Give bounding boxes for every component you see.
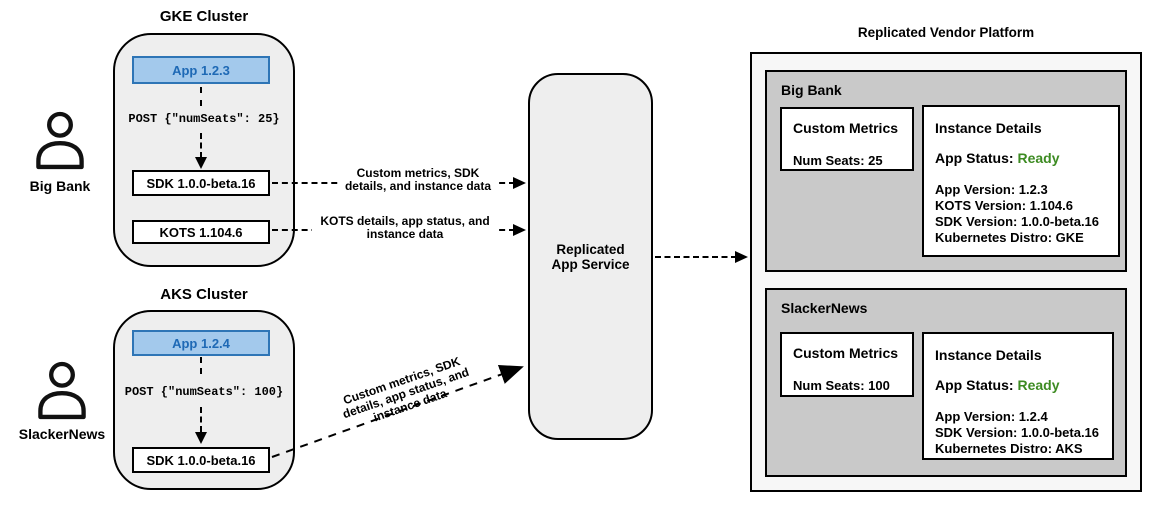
gke-cluster-title: GKE Cluster (159, 8, 249, 25)
app-status-line: App Status: Ready (935, 150, 1060, 166)
tenant-name: SlackerNews (781, 300, 868, 316)
instance-details-title: Instance Details (935, 347, 1042, 363)
tenant-slackernews: SlackerNews Custom Metrics Num Seats: 10… (765, 288, 1127, 477)
big-bank-custom-metrics-box: Custom Metrics Num Seats: 25 (780, 107, 914, 171)
num-seats-value: Num Seats: 100 (793, 378, 890, 393)
custom-metrics-title: Custom Metrics (793, 120, 899, 136)
slackernews-custom-metrics-box: Custom Metrics Num Seats: 100 (780, 332, 914, 397)
custom-metrics-title: Custom Metrics (793, 345, 899, 361)
instance-detail-line: Kubernetes Distro: GKE (935, 230, 1084, 245)
tenant-big-bank: Big Bank Custom Metrics Num Seats: 25 In… (765, 70, 1127, 272)
app-status-value: Ready (1017, 150, 1060, 166)
sdk-to-service-arrow-label: Custom metrics, SDK details, and instanc… (338, 166, 498, 194)
gke-post-request: POST {"numSeats": 25} (128, 112, 280, 126)
kots-to-service-arrow-label: KOTS details, app status, and instance d… (312, 214, 498, 242)
arrowhead-right-icon (513, 177, 526, 189)
app-status-value: Ready (1017, 377, 1060, 393)
instance-detail-line: SDK Version: 1.0.0-beta.16 (935, 425, 1100, 440)
aks-sdk-box: SDK 1.0.0-beta.16 (132, 447, 270, 473)
gke-app-box: App 1.2.3 (132, 56, 270, 84)
aks-app-box: App 1.2.4 (132, 330, 270, 356)
person-icon (33, 110, 87, 172)
aks-post-request: POST {"numSeats": 100} (124, 385, 284, 399)
app-status-line: App Status: Ready (935, 377, 1060, 393)
actor-label-big-bank: Big Bank (29, 178, 91, 194)
gke-kots-box: KOTS 1.104.6 (132, 220, 270, 244)
gke-app-to-sdk-dash (200, 133, 202, 158)
replicated-app-service-box: Replicated App Service (528, 73, 653, 440)
instance-detail-line: Kubernetes Distro: AKS (935, 441, 1083, 456)
gke-sdk-box: SDK 1.0.0-beta.16 (132, 170, 270, 196)
service-label-line2: App Service (551, 256, 630, 272)
arrowhead-right-icon (735, 251, 748, 263)
instance-details-title: Instance Details (935, 120, 1042, 136)
instance-detail-line: SDK Version: 1.0.0-beta.16 (935, 214, 1100, 229)
aks-cluster-title: AKS Cluster (160, 286, 248, 303)
arrowhead-right-icon (513, 224, 526, 236)
service-to-platform-arrow (655, 256, 737, 258)
instance-detail-line: App Version: 1.2.4 (935, 409, 1048, 424)
service-label-line1: Replicated (556, 241, 625, 257)
vendor-platform-title: Replicated Vendor Platform (857, 25, 1035, 40)
num-seats-value: Num Seats: 25 (793, 153, 883, 168)
big-bank-instance-details-box: Instance Details App Status: Ready App V… (922, 105, 1120, 257)
aks-app-to-sdk-dash (200, 357, 202, 374)
instance-detail-line: App Version: 1.2.3 (935, 182, 1048, 197)
tenant-name: Big Bank (781, 82, 842, 98)
actor-label-slackernews: SlackerNews (18, 426, 106, 442)
arrowhead-down-icon (195, 432, 207, 444)
person-icon (35, 360, 89, 422)
instance-detail-line: KOTS Version: 1.104.6 (935, 198, 1074, 213)
slackernews-instance-details-box: Instance Details App Status: Ready App V… (922, 332, 1114, 460)
arrowhead-down-icon (195, 157, 207, 169)
gke-app-to-sdk-dash (200, 87, 202, 106)
aks-app-to-sdk-dash (200, 407, 202, 432)
